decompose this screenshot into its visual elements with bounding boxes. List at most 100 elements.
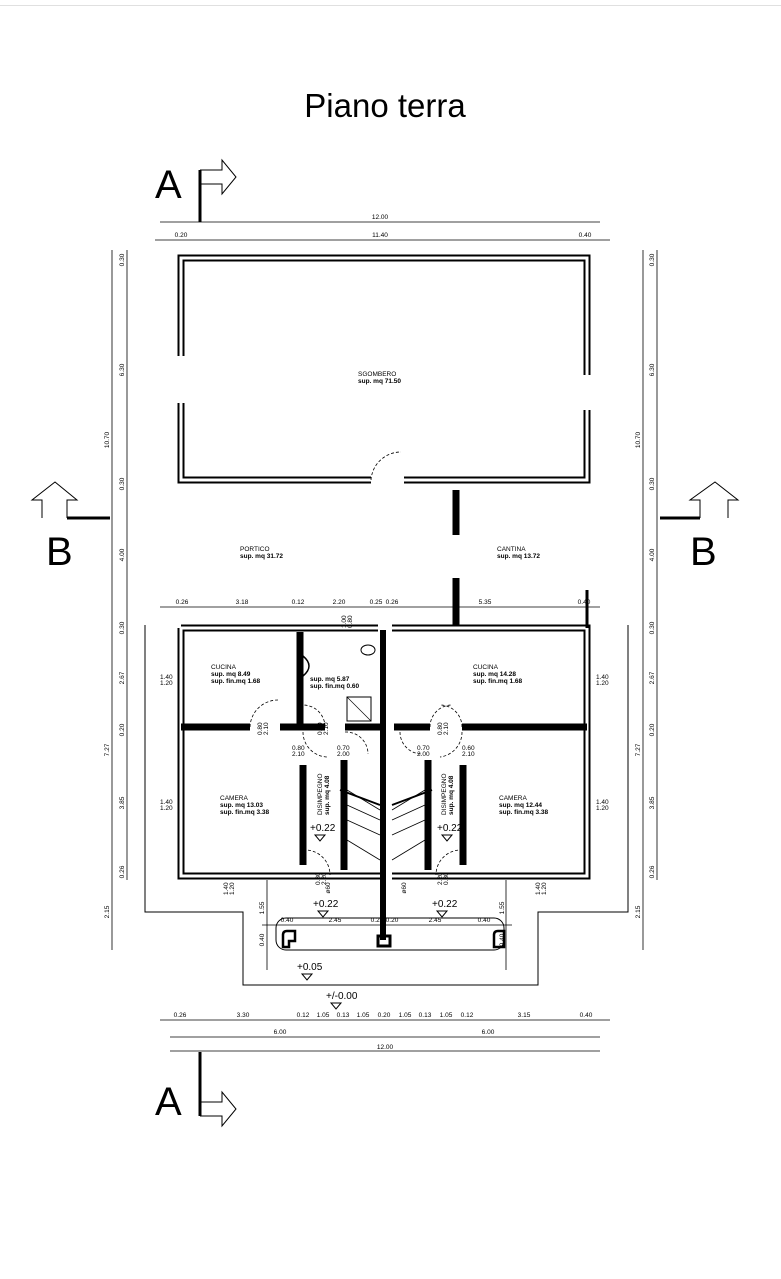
- openings-door_d-0-label: 0.80: [315, 872, 322, 885]
- dims-left_inner-1-label: 6.30: [119, 363, 126, 376]
- dims-porch-2-label: 2.45: [329, 917, 342, 924]
- dims-bottom-6-label: 0.20: [378, 1012, 391, 1019]
- dims-porch-5-label: 2.45: [429, 917, 442, 924]
- openings-window-0-label: 1.40: [160, 799, 173, 806]
- dims-right_inner-1-label: 6.30: [649, 363, 656, 376]
- dims-right_inner-6-label: 0.20: [649, 723, 656, 736]
- openings-door_a-0-label: 0.80: [317, 722, 324, 735]
- rooms-disimpegno_left-name-label: DISIMPEGNO: [317, 773, 324, 815]
- dims-bottom-7-label: 1.05: [399, 1012, 412, 1019]
- dims-right_outer-0-label: 10.70: [635, 431, 642, 448]
- dims-right_outer-2-label: 2.15: [635, 905, 642, 918]
- dims-left_inner-0-label: 0.30: [119, 253, 126, 266]
- openings-bath_window-0-label: 1.00: [341, 615, 348, 628]
- dims-porch-7-label: 1.55: [499, 901, 506, 914]
- openings-door_b-0-label: 0.70: [417, 745, 430, 752]
- dims-bottom_half-1-label: 6.00: [482, 1029, 495, 1036]
- levels-4-label: +0.05: [297, 962, 323, 973]
- openings-window-0-label: 1.40: [535, 882, 542, 895]
- dims-bottom-5-label: 1.05: [357, 1012, 370, 1019]
- section-marker-a-bottom: A: [155, 1052, 237, 1128]
- toilet-icon: [360, 644, 376, 656]
- section_markers-a_bottom-label: A: [155, 1080, 182, 1124]
- porch-outline: [144, 625, 629, 986]
- dims-mid-4-label: 0.25: [370, 599, 383, 606]
- dims-porch-6-label: 0.40: [478, 917, 491, 924]
- dims-porch-8-label: 0.40: [259, 933, 266, 946]
- dims-mid-0-label: 0.26: [176, 599, 189, 606]
- section-marker-a-top: A: [155, 158, 237, 222]
- stairs: [339, 789, 433, 861]
- openings-window-0-label: 1.40: [223, 882, 230, 895]
- dims-mid-6-label: 5.35: [479, 599, 492, 606]
- section-marker-b-right: B: [660, 481, 740, 574]
- dims-left_outer-1-label: 7.27: [104, 743, 111, 756]
- dims-right_inner-2-label: 0.30: [649, 477, 656, 490]
- levels-0-label: +0.22: [310, 823, 336, 834]
- openings-door_a-0-label: 0.80: [437, 722, 444, 735]
- openings-window-1-label: 1.20: [596, 680, 609, 687]
- dims-bottom-1-label: 3.30: [237, 1012, 250, 1019]
- section_markers-a_top-label: A: [155, 163, 182, 207]
- dims-bottom_half-0-label: 6.00: [274, 1029, 287, 1036]
- rooms-portico-area-label: sup. mq 31.72: [240, 553, 283, 560]
- rooms-cucina_right-area-label: sup. mq 14.28: [473, 671, 516, 678]
- rooms-cucina_left-name-label: CUCINA: [211, 664, 237, 671]
- dims-right_inner-3-label: 4.00: [649, 548, 656, 561]
- rooms-disimpegno_right-area-label: sup. mq 4.08: [448, 775, 455, 815]
- dims-left_outer-2-label: 2.15: [104, 905, 111, 918]
- dims-bottom_total-label: 12.00: [377, 1044, 394, 1051]
- dims-left_inner-3-label: 4.00: [119, 548, 126, 561]
- openings-door_a-0-label: 0.80: [257, 722, 264, 735]
- openings-window-1-label: 1.20: [160, 680, 173, 687]
- levels-2-label: +0.22: [313, 899, 339, 910]
- dims-bottom-10-label: 0.12: [461, 1012, 474, 1019]
- dims-bottom-11-label: 3.15: [518, 1012, 531, 1019]
- dims-porch-9-label: 0.40: [499, 933, 506, 946]
- dims-bottom-2-label: 0.12: [297, 1012, 310, 1019]
- openings-door_b-1-label: 2.00: [337, 751, 350, 758]
- openings-window-0-label: 1.40: [596, 799, 609, 806]
- dims-top-0-label: 12.00: [372, 214, 389, 221]
- dims-mid-7-label: 0.40: [578, 599, 591, 606]
- rooms-camera_left-area-label: sup. mq 13.03: [220, 802, 263, 809]
- dims-bottom-0-label: 0.26: [174, 1012, 187, 1019]
- dims-top-1-label: 0.20: [175, 232, 188, 239]
- dims-right_inner-0-label: 0.30: [649, 253, 656, 266]
- openings-window-0-label: 1.40: [160, 674, 173, 681]
- dims-right_inner-5-label: 2.67: [649, 671, 656, 684]
- rooms-cucina_right-window_area-label: sup. fin.mq 1.68: [473, 678, 523, 685]
- dims-left_inner-2-label: 0.30: [119, 477, 126, 490]
- openings-window-1-label: 1.20: [229, 882, 236, 895]
- openings-door_a-1-label: 2.10: [263, 722, 270, 735]
- dims-left_inner-6-label: 0.20: [119, 723, 126, 736]
- openings-door_d-0-label: 0.80: [443, 872, 450, 885]
- rooms-cantina-area-label: sup. mq 13.72: [497, 553, 540, 560]
- rooms-sgombero-name-label: SGOMBERO: [358, 371, 396, 378]
- dims-mid-2-label: 0.12: [292, 599, 305, 606]
- openings-window-0-label: 1.40: [596, 674, 609, 681]
- rooms-camera_right-name-label: CAMERA: [499, 795, 527, 802]
- door-swings: [249, 451, 464, 876]
- dims-bottom-4-label: 0.13: [337, 1012, 350, 1019]
- section-marker-b-left: B: [30, 481, 110, 574]
- dims-bottom-9-label: 1.05: [440, 1012, 453, 1019]
- rooms-bagno-area-label: sup. mq 5.87: [310, 676, 350, 683]
- dims-bottom-3-label: 1.05: [317, 1012, 330, 1019]
- dims-porch-0-label: 1.55: [259, 901, 266, 914]
- dims-mid-3-label: 2.20: [333, 599, 346, 606]
- openings-door_b-0-label: 0.70: [337, 745, 350, 752]
- opening-labels: 1.401.20 1.401.20 1.401.20 1.401.20 0.80…: [160, 615, 609, 895]
- rooms-camera_left-name-label: CAMERA: [220, 795, 248, 802]
- rooms-cucina_left-window_area-label: sup. fin.mq 1.68: [211, 678, 261, 685]
- shower: [346, 696, 372, 722]
- openings-door_d-1-label: 2.20: [321, 872, 328, 885]
- openings-door_b-1-label: 2.00: [417, 751, 430, 758]
- openings-bath_window-1-label: 0.80: [347, 615, 354, 628]
- dims-porch-3-label: 0.20: [371, 917, 384, 924]
- rooms-bagno-window_area-label: sup. fin.mq 0.60: [310, 683, 360, 690]
